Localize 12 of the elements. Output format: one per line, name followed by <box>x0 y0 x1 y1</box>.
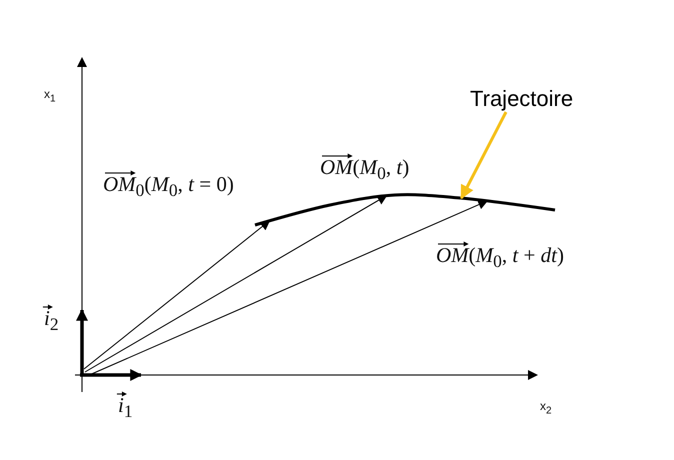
unit-vector-label: i$_{2}$ <box>44 307 59 334</box>
unit-vector-label: i$_{1}$ <box>118 394 133 422</box>
vector-label: OM(M$_{0}$, t) <box>320 156 410 184</box>
trajectory-curve <box>254 193 556 226</box>
axis-label: x$_{1}$ <box>44 88 56 104</box>
axis-label: x$_{2}$ <box>540 400 552 416</box>
vector-label: OM$_{0}$(M$_{0}$, t = 0) <box>103 173 234 200</box>
vector-arrow <box>84 195 388 372</box>
vector-label: OM(M$_{0}$, t + dt) <box>436 244 564 272</box>
arrow <box>460 111 508 200</box>
vector-arrow <box>84 220 270 370</box>
trajectory-label: Trajectoire <box>470 86 574 112</box>
